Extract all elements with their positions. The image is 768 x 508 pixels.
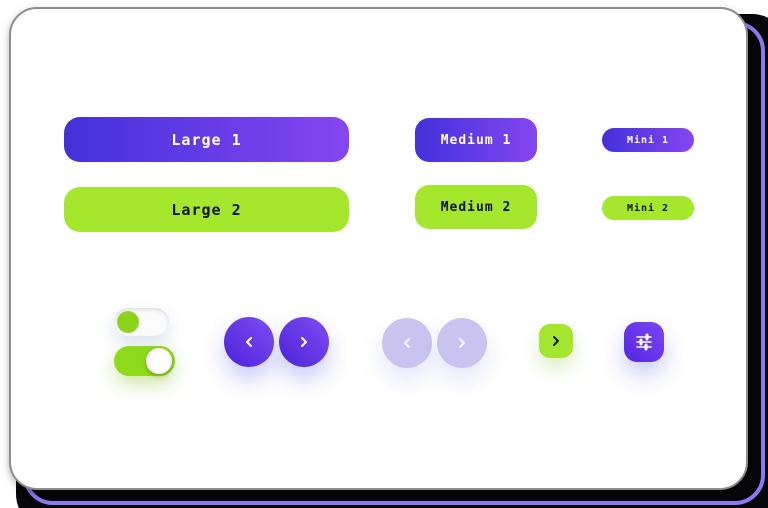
mini-primary-button[interactable]: Mini 1 [602, 128, 694, 152]
medium-primary-button[interactable]: Medium 1 [415, 118, 537, 162]
chevron-square-button[interactable] [539, 324, 573, 358]
filter-square-button[interactable] [624, 322, 664, 362]
toggle-switch-on[interactable] [114, 346, 175, 376]
sliders-icon [633, 331, 655, 353]
toggle-knob [146, 348, 172, 374]
next-circle-button[interactable] [279, 317, 329, 367]
mini-secondary-button[interactable]: Mini 2 [602, 196, 694, 220]
chevron-right-icon [550, 335, 562, 347]
chevron-right-icon [455, 336, 469, 350]
component-showcase-card: Large 1 Large 2 Medium 1 Medium 2 Mini 1… [9, 7, 748, 490]
medium-secondary-button[interactable]: Medium 2 [415, 185, 537, 229]
prev-circle-button[interactable] [224, 317, 274, 367]
prev-circle-button-disabled [382, 318, 432, 368]
chevron-right-icon [297, 335, 311, 349]
chevron-left-icon [400, 336, 414, 350]
next-circle-button-disabled [437, 318, 487, 368]
chevron-left-icon [242, 335, 256, 349]
large-primary-button[interactable]: Large 1 [64, 117, 349, 162]
large-secondary-button[interactable]: Large 2 [64, 187, 349, 232]
toggle-knob [117, 311, 139, 333]
toggle-switch-off[interactable] [114, 308, 169, 336]
